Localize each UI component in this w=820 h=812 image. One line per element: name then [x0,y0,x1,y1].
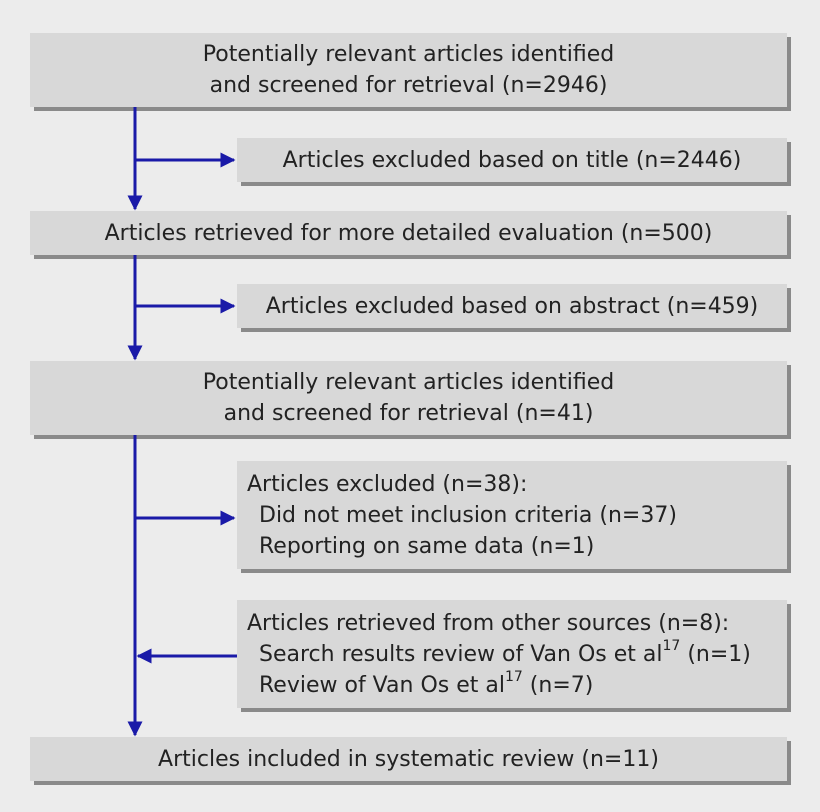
box-excluded-38: Articles excluded (n=38): Did not meet i… [237,461,787,569]
box-excluded-abstract: Articles excluded based on abstract (n=4… [237,284,787,328]
box-identified-41-line1: Potentially relevant articles identified [202,370,615,395]
box-identified-41-line2: and screened for retrieval (n=41) [223,401,594,426]
reference-superscript: 17 [504,669,523,686]
box-identified-2946: Potentially relevant articles identified… [30,33,787,107]
box-identified-2946-line2: and screened for retrieval (n=2946) [209,73,608,98]
box-excluded-title: Articles excluded based on title (n=2446… [237,138,787,182]
box-other-sources-item: Search results review of Van Os et al17 … [247,639,751,670]
box-excluded-title-text: Articles excluded based on title (n=2446… [282,147,742,173]
item-suffix: (n=1) [680,641,751,667]
box-retrieved-detailed-text: Articles retrieved for more detailed eva… [104,220,713,246]
box-other-sources: Articles retrieved from other sources (n… [237,600,787,708]
box-excluded-abstract-text: Articles excluded based on abstract (n=4… [265,293,759,319]
item-text: Search results review of Van Os et al [259,641,663,667]
box-retrieved-detailed: Articles retrieved for more detailed eva… [30,211,787,255]
box-excluded-38-heading: Articles excluded (n=38): [247,471,528,497]
item-text: Review of Van Os et al [259,672,505,698]
box-included-text: Articles included in systematic review (… [158,746,659,772]
box-other-sources-heading: Articles retrieved from other sources (n… [247,610,730,636]
box-excluded-38-item: Did not meet inclusion criteria (n=37) [259,502,677,528]
box-excluded-38-item: Reporting on same data (n=1) [259,533,595,559]
box-included: Articles included in systematic review (… [30,737,787,781]
reference-superscript: 17 [662,638,681,655]
box-identified-41: Potentially relevant articles identified… [30,361,787,435]
item-suffix: (n=7) [522,672,594,698]
box-other-sources-item: Review of Van Os et al17 (n=7) [247,670,593,701]
box-identified-2946-line1: Potentially relevant articles identified [202,42,615,67]
